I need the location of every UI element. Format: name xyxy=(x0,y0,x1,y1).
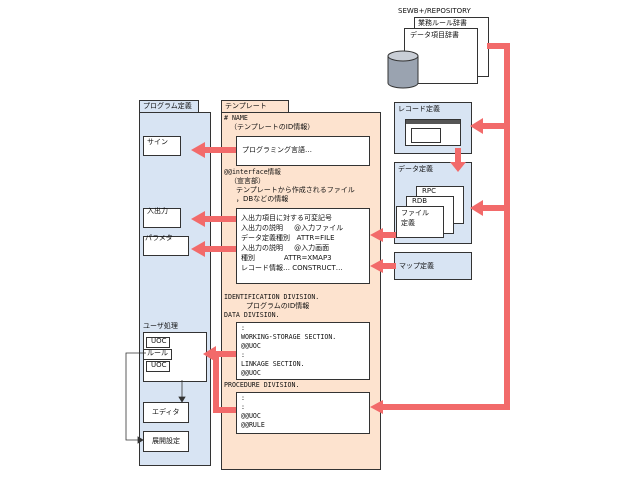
uoc-item-1-label: UOC xyxy=(151,337,167,345)
programming-language-label: プログラミング言語… xyxy=(242,146,312,154)
arrow-repo-horizontal xyxy=(487,43,510,49)
arrow-to-io-head xyxy=(191,211,205,227)
program-definition-tab-label: プログラム定義 xyxy=(143,102,192,110)
identification-division-note: プログラムのID情報 xyxy=(246,302,310,310)
programming-language-box[interactable]: プログラミング言語… xyxy=(236,136,370,166)
template-tab-label: テンプレート xyxy=(225,102,267,110)
map-definition-panel[interactable]: マップ定義 xyxy=(394,252,472,280)
data-items-dictionary-label: データ項目辞書 xyxy=(410,31,459,39)
procedure-division-box[interactable]: : : @@UOC @@RULE xyxy=(236,392,370,434)
user-to-settings-line xyxy=(125,352,146,441)
arrow-to-data-head xyxy=(470,200,483,216)
data-definition-label: データ定義 xyxy=(398,165,433,173)
arrow-map-to-template-head xyxy=(370,259,383,273)
sign-box[interactable]: サイン xyxy=(143,136,181,156)
arrow-proc-branch-horizontal xyxy=(213,407,236,413)
file-definition-label1: ファイル xyxy=(401,209,429,217)
arrow-to-record-head xyxy=(470,118,483,134)
arrow-to-data-shaft xyxy=(482,205,507,211)
database-cylinder-icon xyxy=(387,50,419,89)
arrow-to-sign-head xyxy=(191,142,205,158)
data-line-1: : xyxy=(241,324,245,332)
arrow-proc-branch-vertical xyxy=(213,351,219,413)
arrow-data-to-template-shaft xyxy=(382,232,396,238)
data-division: DATA DIVISION. xyxy=(224,311,280,319)
arrow-data-to-template-head xyxy=(370,228,383,242)
data-line-2: WORKING-STORAGE SECTION. xyxy=(241,333,337,341)
io-box[interactable]: 入出力 xyxy=(143,207,181,228)
file-definition-card[interactable]: ファイル 定義 xyxy=(396,206,444,238)
interface-line2: （宣言部） xyxy=(230,177,265,185)
data-line-3: @@UOC xyxy=(241,342,261,350)
settings-box[interactable]: 展開設定 xyxy=(143,431,189,452)
record-window-icon xyxy=(405,119,461,146)
arrow-record-to-data-head xyxy=(450,162,466,172)
settings-label: 展開設定 xyxy=(152,437,180,445)
io-var-line-1: 入出力項目に対する可変記号 xyxy=(241,214,332,222)
io-var-line-5: 種別 ATTR=XMAP3 xyxy=(241,254,332,262)
interface-line4: ，DBなどの情報 xyxy=(236,195,289,203)
file-definition-label2: 定義 xyxy=(401,219,415,227)
proc-line-3: @@UOC xyxy=(241,412,261,420)
user-to-editor-head xyxy=(178,396,186,403)
arrow-to-record-shaft xyxy=(482,123,507,129)
arrow-to-param-shaft xyxy=(204,246,236,252)
arrow-bus-vertical xyxy=(504,43,510,410)
identification-division: IDENTIFICATION DIVISION. xyxy=(224,293,320,301)
record-definition-panel[interactable]: レコード定義 xyxy=(394,102,472,154)
data-line-4: : xyxy=(241,351,245,359)
program-definition-tab[interactable]: プログラム定義 xyxy=(139,100,199,112)
user-process-label: ユーザ処理 xyxy=(143,322,178,330)
param-label: パラメタ xyxy=(145,234,173,242)
arrow-to-user-process-head xyxy=(203,346,216,362)
arrow-to-param-head xyxy=(191,241,205,257)
data-line-5: LINKAGE SECTION. xyxy=(241,360,305,368)
proc-line-1: : xyxy=(241,394,245,402)
template-tab[interactable]: テンプレート xyxy=(221,100,289,112)
rule-item-label: ルール xyxy=(147,349,168,357)
param-box[interactable]: パラメタ xyxy=(143,234,189,256)
arrow-map-to-template-shaft xyxy=(382,263,396,269)
user-to-settings-head xyxy=(137,436,144,444)
arrow-record-to-data-shaft xyxy=(455,148,461,164)
interface-line3: テンプレートから作成されるファイル xyxy=(236,186,355,194)
interface-line1: @@interface情報 xyxy=(224,168,281,176)
uoc-item-2-label: UOC xyxy=(151,361,167,369)
uoc-item-2[interactable]: UOC xyxy=(146,361,170,372)
record-definition-label: レコード定義 xyxy=(398,105,440,113)
sign-label: サイン xyxy=(147,138,168,146)
data-line-6: @@UOC xyxy=(241,369,261,377)
proc-line-2: : xyxy=(241,403,245,411)
editor-label: エディタ xyxy=(152,408,180,416)
io-variables-box[interactable]: 入出力項目に対する可変記号 入出力の説明 @入力ファイル データ定義種別 ATT… xyxy=(236,208,370,284)
io-var-line-2: 入出力の説明 @入力ファイル xyxy=(241,224,344,232)
procedure-division: PROCEDURE DIVISION. xyxy=(224,381,300,389)
editor-box[interactable]: エディタ xyxy=(143,402,189,423)
template-name-line2: （テンプレートのID情報） xyxy=(230,123,315,131)
rpc-label: RPC xyxy=(422,187,436,195)
arrow-to-sign-shaft xyxy=(204,147,236,153)
arrow-data-branch xyxy=(213,351,236,357)
rule-item[interactable]: ルール xyxy=(143,349,172,360)
map-definition-label: マップ定義 xyxy=(399,262,434,270)
io-var-line-6: レコード情報… CONSTRUCT… xyxy=(241,264,343,272)
repository-title: SEWB+/REPOSITORY xyxy=(398,7,471,15)
uoc-item-1[interactable]: UOC xyxy=(146,337,170,348)
arrow-bus-to-procedure-head xyxy=(370,400,383,414)
io-var-line-3: データ定義種別 ATTR=FILE xyxy=(241,234,335,242)
arrow-bus-to-procedure-shaft xyxy=(382,404,510,410)
business-rules-dictionary-label: 業務ルール辞書 xyxy=(418,19,467,27)
data-division-box[interactable]: : WORKING-STORAGE SECTION. @@UOC : LINKA… xyxy=(236,322,370,380)
arrow-to-io-shaft xyxy=(204,216,236,222)
io-var-line-4: 入出力の説明 @入力画面 xyxy=(241,244,330,252)
rdb-label: RDB xyxy=(412,197,428,205)
proc-line-4: @@RULE xyxy=(241,421,265,429)
io-label: 入出力 xyxy=(147,207,168,215)
template-name-line1: # NAME xyxy=(224,114,248,122)
